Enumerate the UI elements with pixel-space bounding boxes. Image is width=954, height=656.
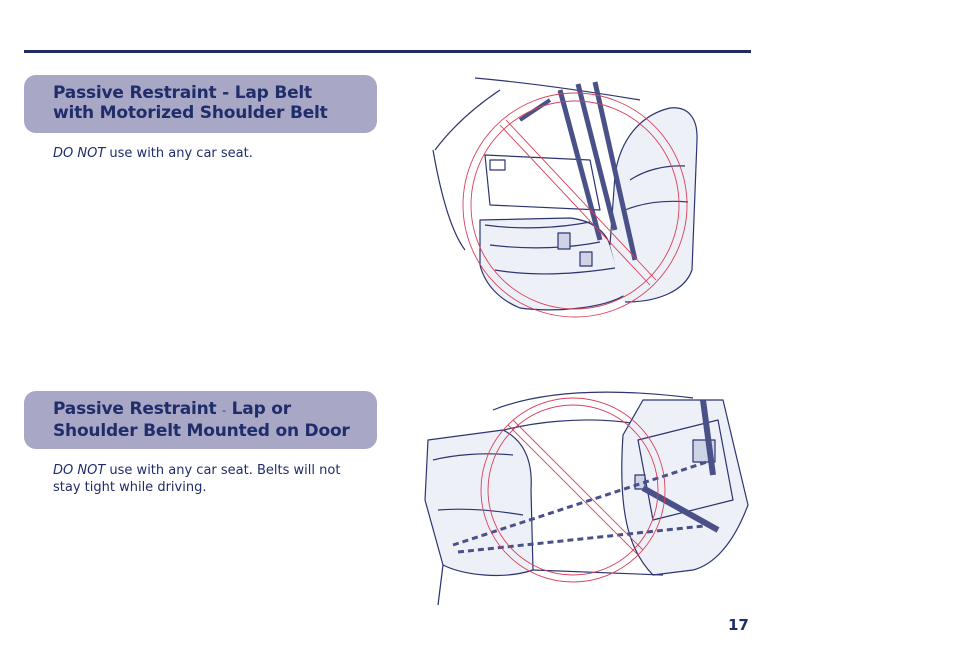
warning-body: use with any car seat. Belts will not st… xyxy=(53,463,341,495)
warning-body: use with any car seat. xyxy=(105,146,253,161)
warning-text-motorized-belt: DO NOT use with any car seat. xyxy=(53,145,363,162)
section-title-line-1a: Passive Restraint xyxy=(53,399,223,419)
warning-emphasis: DO NOT xyxy=(53,463,106,478)
section-header-motorized-belt: Passive Restraint - Lap Belt with Motori… xyxy=(24,75,377,133)
top-rule xyxy=(24,50,751,53)
section-header-door-mounted-belt: Passive Restraint - Lap or Shoulder Belt… xyxy=(24,391,377,449)
section-title-line-1: Passive Restraint - Lap Belt xyxy=(53,83,312,103)
title-dash: - xyxy=(222,404,226,417)
motorized-shoulder-belt-illustration xyxy=(432,77,698,318)
section-title-line-2: with Motorized Shoulder Belt xyxy=(53,103,328,123)
section-title-line-2: Shoulder Belt Mounted on Door xyxy=(53,421,350,441)
section-title: Passive Restraint - Lap Belt with Motori… xyxy=(53,83,367,123)
door-mounted-belt-illustration xyxy=(424,391,749,606)
section-title: Passive Restraint - Lap or Shoulder Belt… xyxy=(53,399,367,441)
page-number: 17 xyxy=(728,616,749,634)
warning-text-door-mounted-belt: DO NOT use with any car seat. Belts will… xyxy=(53,462,363,496)
warning-emphasis: DO NOT xyxy=(53,146,106,161)
section-title-line-1b: Lap or xyxy=(225,399,291,419)
